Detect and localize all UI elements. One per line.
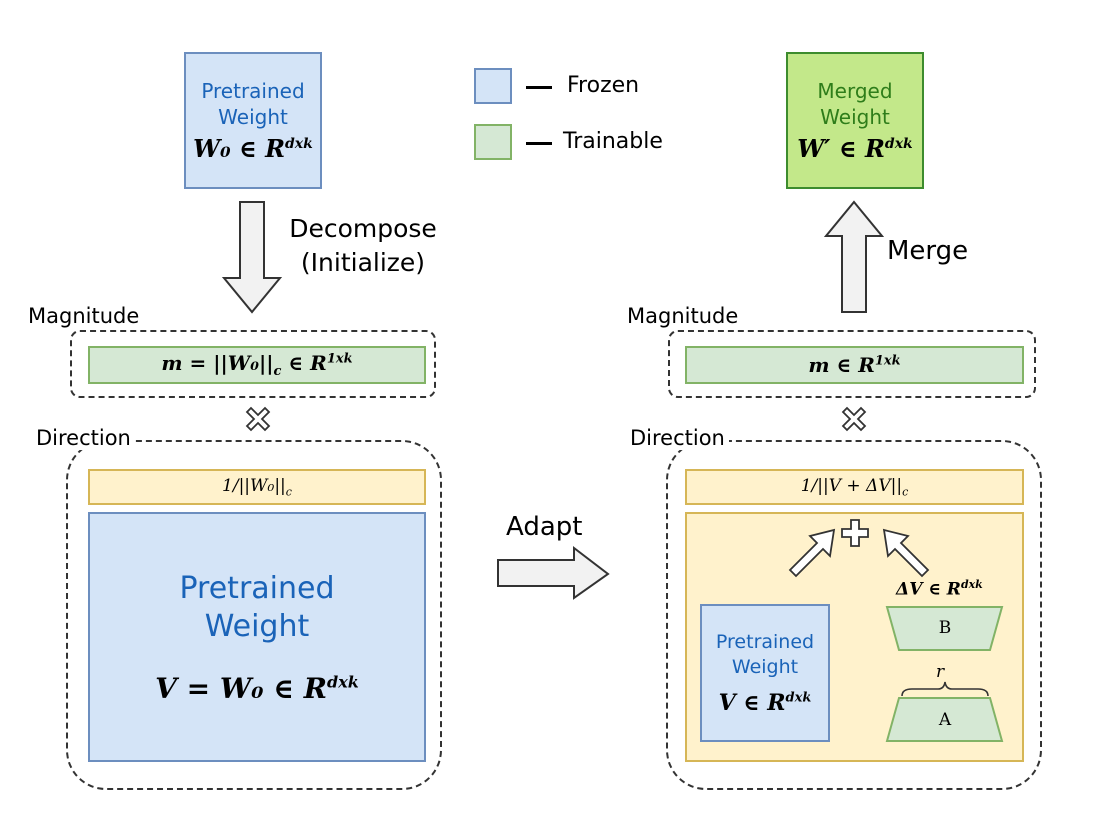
merged-weight-box: Merged Weight W′ ∈ Rdxk (786, 52, 924, 189)
lora-b-label: B (938, 618, 952, 638)
left-pretrained-line2: Weight (204, 608, 310, 644)
delta-v-formula: ΔV ∈ Rdxk (896, 578, 983, 600)
decompose-arrow (221, 201, 283, 314)
decompose-line2: (Initialize) (300, 248, 426, 277)
lora-a-matrix (885, 697, 1004, 742)
right-pretrained-line1: Pretrained (715, 631, 815, 653)
right-direction-label: Direction (626, 426, 729, 450)
merged-title-line2: Weight (820, 105, 890, 129)
adapt-arrow (497, 545, 610, 600)
left-pretrained-line1: Pretrained (179, 570, 335, 606)
left-pretrained-weight-v-box: Pretrained Weight V = W₀ ∈ Rdxk (88, 512, 426, 762)
legend-frozen-dash (526, 86, 552, 89)
left-direction-dashed-group (66, 440, 442, 790)
lora-a-label: A (938, 710, 952, 730)
rank-brace (901, 681, 989, 697)
up-right-arrow (788, 528, 836, 578)
pretrained-title-line1: Pretrained (201, 79, 305, 103)
left-magnitude-vector: m = ||W₀||c ∈ R1xk (88, 346, 426, 384)
lora-b-matrix (885, 606, 1004, 651)
left-direction-label: Direction (32, 426, 135, 450)
rank-r-label: r (936, 662, 945, 682)
right-pretrained-line2: Weight (731, 656, 799, 678)
legend-frozen-swatch (474, 68, 512, 104)
pretrained-weight-w0-box: Pretrained Weight W₀ ∈ Rdxk (184, 52, 322, 189)
decompose-line1: Decompose (289, 214, 437, 243)
left-multiply-icon (245, 406, 271, 432)
plus-icon (841, 519, 869, 547)
left-v-formula: V = W₀ ∈ Rdxk (155, 671, 359, 705)
right-direction-dashed-group (666, 440, 1042, 790)
adapt-label: Adapt (506, 512, 583, 542)
right-norm-bar: 1/||V + ΔV||c (685, 469, 1024, 505)
merge-label: Merge (887, 236, 969, 266)
pretrained-title-line2: Weight (218, 105, 288, 129)
legend-trainable-label: Trainable (563, 129, 663, 154)
legend-trainable-swatch (474, 124, 512, 160)
left-norm-bar: 1/||W₀||c (88, 469, 426, 505)
legend-trainable-dash (526, 142, 552, 145)
left-magnitude-label: Magnitude (28, 304, 140, 328)
right-magnitude-vector: m ∈ R1xk (685, 346, 1024, 384)
right-magnitude-dashed-group (668, 330, 1036, 398)
right-multiply-icon (841, 406, 867, 432)
left-magnitude-dashed-group (70, 330, 436, 398)
w-prime-formula: W′ ∈ Rdxk (797, 134, 913, 163)
right-magnitude-label: Magnitude (627, 304, 739, 328)
right-v-formula: V ∈ Rdxk (718, 690, 812, 716)
legend-frozen-label: Frozen (567, 73, 640, 98)
w0-formula: W₀ ∈ Rdxk (193, 134, 313, 163)
up-left-arrow (882, 528, 930, 578)
merged-title-line1: Merged (817, 79, 893, 103)
right-pretrained-weight-v-box: Pretrained Weight V ∈ Rdxk (700, 604, 830, 742)
decompose-label: Decompose (Initialize) (283, 212, 443, 280)
merge-arrow (823, 200, 885, 313)
